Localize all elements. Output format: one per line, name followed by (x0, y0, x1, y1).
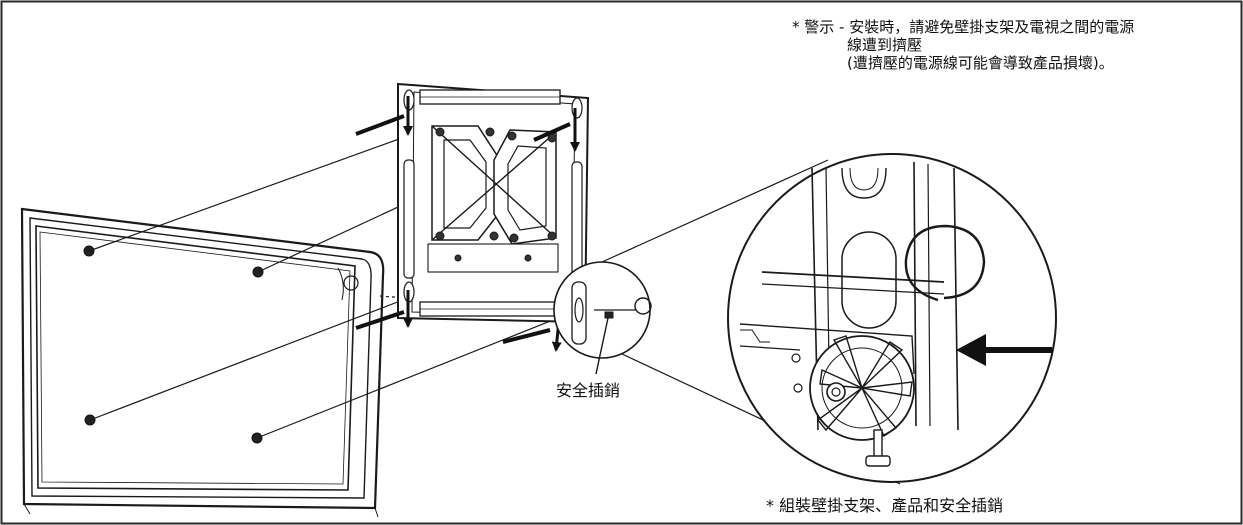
assembly-note: * 組裝壁掛支架、產品和安全插銷 (766, 496, 1004, 515)
wall-bracket (397, 82, 590, 324)
warning-line-3: (遭擠壓的電源線可能會導致產品損壞)。 (847, 54, 1114, 72)
insert-arrow (956, 334, 1052, 366)
hook-guide-bars (355, 114, 571, 344)
warning-line-2: 線遭到擠壓 (847, 36, 923, 54)
warning-note: * 警示 - 安裝時，請避免壁掛支架及電視之間的電源 線遭到擠壓 (遭擠壓的電源… (792, 18, 1134, 72)
magnified-detail (727, 153, 1057, 483)
tv-mount-holes (83, 245, 264, 444)
warning-line-1: * 警示 - 安裝時，請避免壁掛支架及電視之間的電源 (792, 18, 1135, 36)
safety-pin-detail (553, 261, 652, 375)
tv-panel (20, 207, 385, 518)
safety-pin-label: 安全插銷 (556, 381, 621, 400)
